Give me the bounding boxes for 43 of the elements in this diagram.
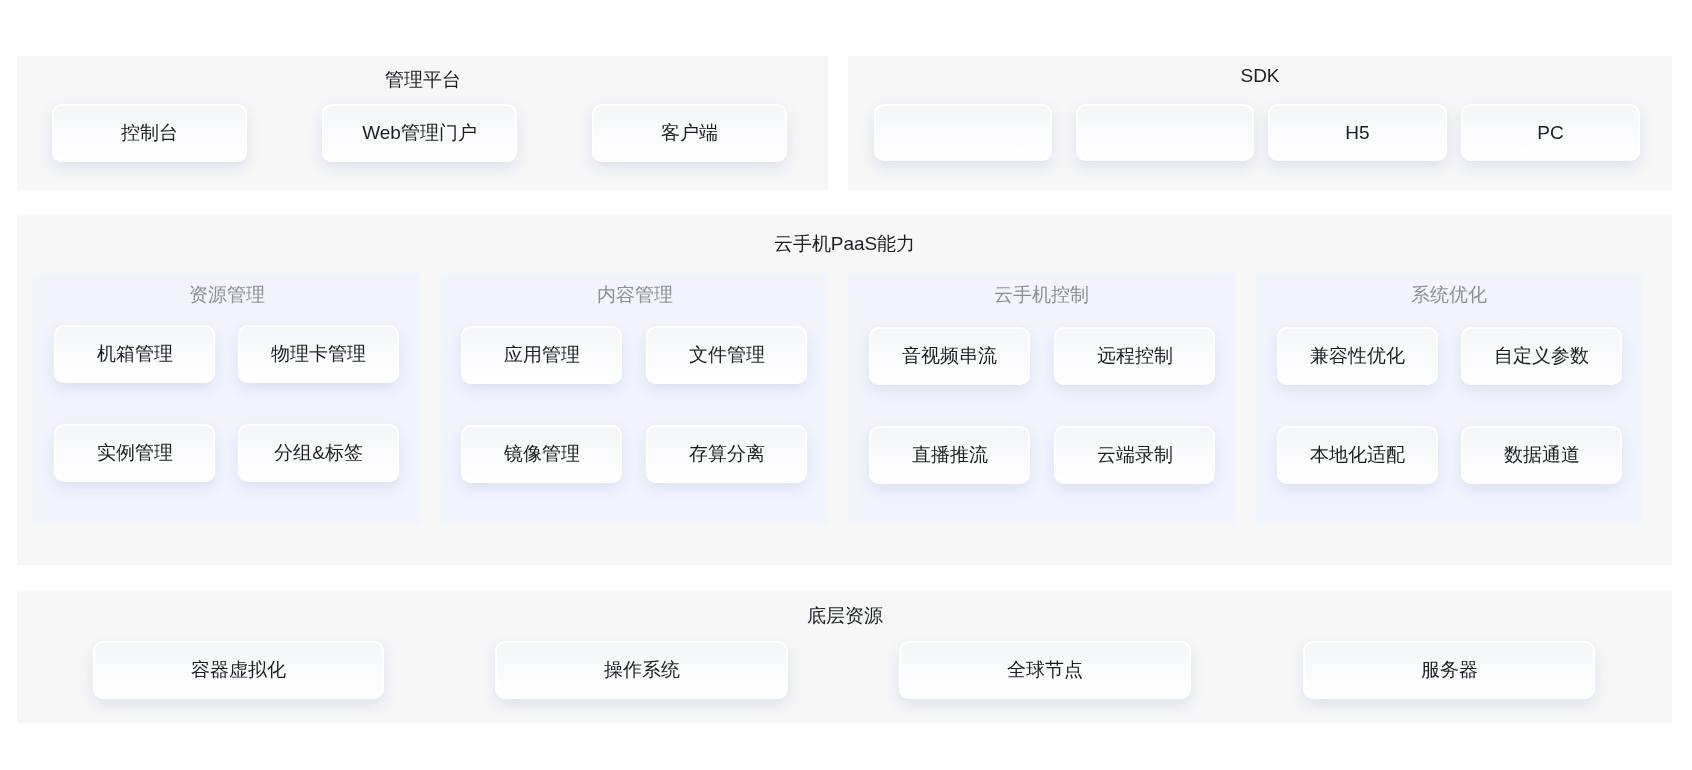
module-card: 存算分离	[646, 425, 807, 483]
layer-panel	[17, 215, 1672, 565]
module-card: 实例管理	[54, 424, 215, 482]
module-card: H5	[1268, 104, 1447, 161]
layer-panel	[17, 591, 1672, 723]
module-card: 分组&标签	[238, 424, 399, 482]
category-title: 系统优化	[1410, 283, 1487, 307]
module-card: 服务器	[1303, 641, 1595, 699]
module-card: 云端录制	[1054, 426, 1215, 484]
category-panel	[33, 274, 421, 524]
module-card: 文件管理	[646, 326, 807, 384]
module-card: 容器虚拟化	[93, 641, 384, 699]
module-card: 兼容性优化	[1277, 327, 1438, 385]
module-card: 机箱管理	[54, 325, 215, 383]
module-card: 数据通道	[1461, 426, 1622, 484]
module-card: 音视频串流	[869, 327, 1030, 385]
category-panel	[848, 274, 1235, 524]
module-card	[1076, 104, 1254, 161]
module-card: 客户端	[592, 104, 787, 162]
module-card: 物理卡管理	[238, 325, 399, 383]
category-title: 内容管理	[596, 283, 673, 307]
module-card: 远程控制	[1054, 327, 1215, 385]
category-title: 云手机控制	[994, 283, 1089, 307]
category-panel	[1255, 274, 1642, 524]
layer-title: 底层资源	[806, 604, 883, 628]
module-card: Web管理门户	[322, 104, 517, 162]
module-card: 控制台	[52, 104, 247, 162]
layer-panel	[848, 56, 1672, 190]
module-card: 操作系统	[495, 641, 788, 699]
category-panel	[441, 274, 828, 524]
module-card: 本地化适配	[1277, 426, 1438, 484]
module-card: 自定义参数	[1461, 327, 1622, 385]
module-card	[874, 104, 1052, 161]
category-title: 资源管理	[189, 283, 265, 307]
module-card: 全球节点	[899, 641, 1191, 699]
module-card: 镜像管理	[461, 425, 622, 483]
module-card: 直播推流	[869, 426, 1030, 484]
module-card: 应用管理	[461, 326, 622, 384]
layer-panel	[17, 56, 828, 190]
layer-title: 云手机PaaS能力	[773, 232, 916, 256]
layer-title: SDK	[1240, 64, 1280, 88]
module-card: PC	[1461, 104, 1640, 161]
layer-title: 管理平台	[384, 68, 461, 92]
